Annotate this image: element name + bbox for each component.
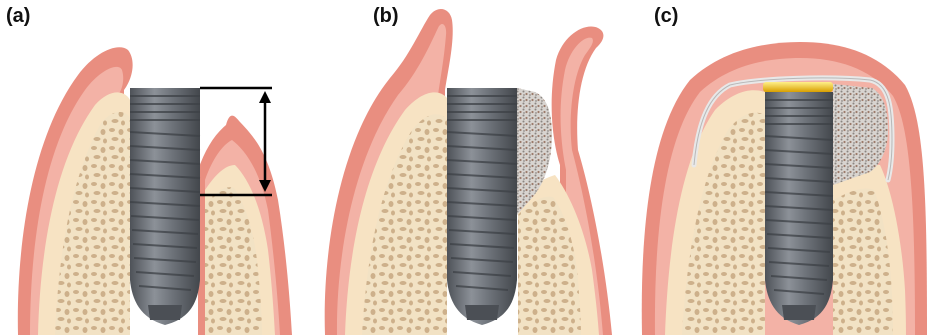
panel-label-a: (a) <box>6 5 30 27</box>
dental-implant-icon <box>765 92 833 325</box>
panel-a <box>18 47 292 335</box>
healing-cap-icon <box>763 82 833 92</box>
panel-c <box>642 42 927 335</box>
panel-label-b: (b) <box>373 5 399 27</box>
panel-divider <box>308 0 318 335</box>
dental-implant-icon <box>130 88 200 325</box>
panel-b <box>325 9 612 335</box>
dental-implant-icon <box>447 88 517 325</box>
panel-label-c: (c) <box>654 5 678 27</box>
panel-divider <box>626 0 636 335</box>
